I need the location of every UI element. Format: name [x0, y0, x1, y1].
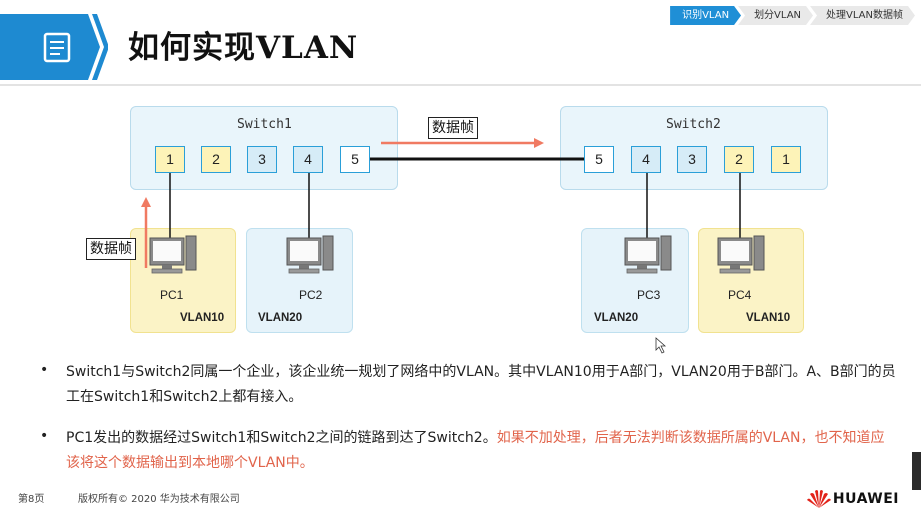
- page-title: 如何实现VLAN: [128, 30, 359, 66]
- pc4-computer-icon: [717, 235, 765, 274]
- slide-header-icon: [0, 14, 108, 80]
- switch2-port-3: 3: [677, 146, 707, 173]
- breadcrumb: 识别VLAN 划分VLAN 处理VLAN数据帧: [673, 6, 915, 25]
- mouse-cursor-icon: [655, 337, 667, 354]
- switch1-port-2: 2: [201, 146, 231, 173]
- switch1-port-3: 3: [247, 146, 277, 173]
- pc3-computer-icon: [624, 235, 672, 274]
- pc1-label: PC1: [160, 288, 184, 302]
- switch2-port-1: 1: [771, 146, 801, 173]
- breadcrumb-divide-vlan[interactable]: 划分VLAN: [738, 6, 813, 25]
- bullet-dot-2: •: [40, 428, 49, 444]
- header-divider: [0, 84, 921, 86]
- scroll-edge: [912, 452, 921, 490]
- switch2-port-5: 5: [584, 146, 614, 173]
- footer-copyright: 版权所有© 2020 华为技术有限公司: [78, 494, 240, 505]
- footer-page-number: 第8页: [18, 494, 45, 505]
- bullet-text-1: Switch1与Switch2同属一个企业，该企业统一规划了网络中的VLAN。其…: [66, 360, 896, 410]
- switch2-port-4: 4: [631, 146, 661, 173]
- frame-arrow-pc1: [141, 197, 151, 268]
- frame-arrow-trunk: [381, 138, 544, 148]
- bullet-text-2: PC1发出的数据经过Switch1和Switch2之间的链路到达了Switch2…: [66, 426, 896, 476]
- switch2-label: Switch2: [666, 117, 721, 132]
- footer-brand: HUAWEI: [832, 491, 899, 507]
- switch1-port-4: 4: [293, 146, 323, 173]
- bullet-2-highlight: 如果不加处理，后者无法判断该数据所属的VLAN，也不知道应该将这个数据输出到本地…: [66, 430, 885, 471]
- pc3-vlan-label: VLAN20: [594, 312, 639, 324]
- pc2-vlan-label: VLAN20: [258, 312, 303, 324]
- switch2-port-2: 2: [724, 146, 754, 173]
- bullet-dot-1: •: [40, 362, 49, 378]
- pc2-label: PC2: [299, 288, 323, 302]
- bullet-1-normal: Switch1与Switch2同属一个企业，该企业统一规划了网络中的VLAN。其…: [66, 364, 896, 405]
- pc1-computer-icon: [149, 235, 197, 274]
- switch1-label: Switch1: [237, 117, 292, 132]
- breadcrumb-process-vlan-frame[interactable]: 处理VLAN数据帧: [810, 6, 915, 25]
- bullet-2-normal: PC1发出的数据经过Switch1和Switch2之间的链路到达了Switch2…: [66, 430, 497, 446]
- huawei-logo-icon: [807, 490, 831, 508]
- pc4-label: PC4: [728, 288, 752, 302]
- frame-label-trunk: 数据帧: [428, 117, 478, 139]
- switch1-port-1: 1: [155, 146, 185, 173]
- pc2-computer-icon: [286, 235, 334, 274]
- pc4-vlan-label: VLAN10: [746, 312, 791, 324]
- pc1-vlan-label: VLAN10: [180, 312, 225, 324]
- switch1-port-5: 5: [340, 146, 370, 173]
- pc3-label: PC3: [637, 288, 661, 302]
- breadcrumb-identify-vlan[interactable]: 识别VLAN: [670, 6, 741, 25]
- frame-label-pc1: 数据帧: [86, 238, 136, 260]
